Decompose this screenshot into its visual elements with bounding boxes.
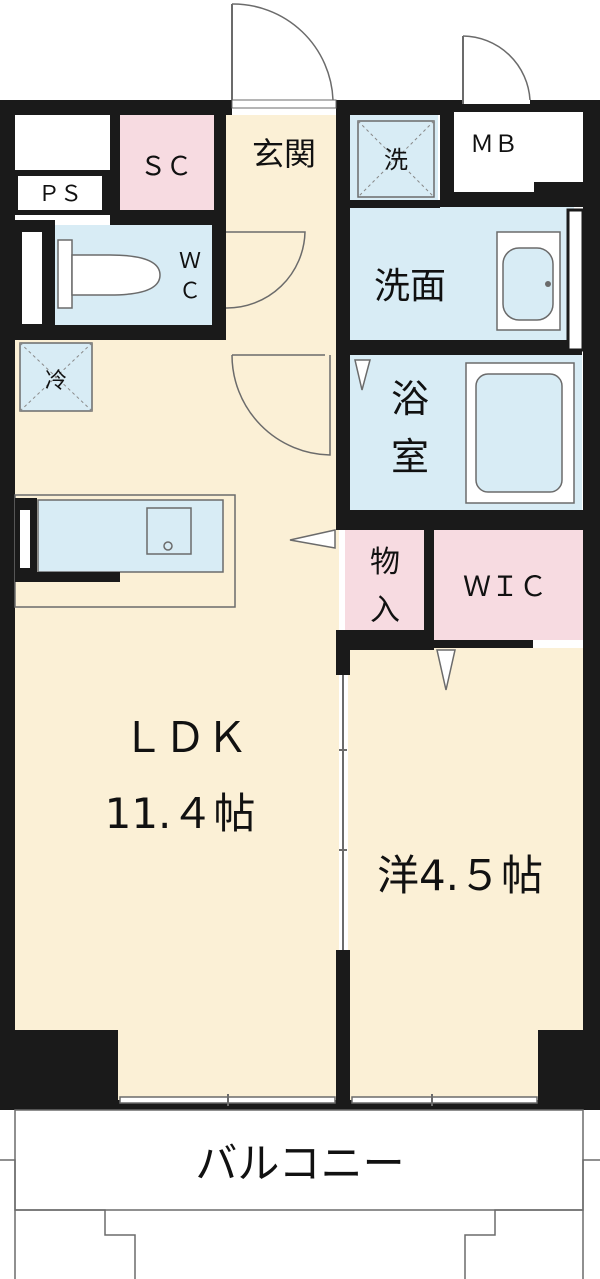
- wall-top-left: [0, 100, 232, 115]
- wall-right: [583, 100, 600, 1110]
- kitchen-counter: [14, 494, 236, 608]
- wall-left: [0, 100, 15, 1110]
- balcony: [0, 1109, 600, 1279]
- label-wic: ＷＩＣ: [463, 570, 547, 603]
- bathtub-icon: [465, 362, 575, 504]
- western-room-floor: [348, 648, 584, 1100]
- wash-basin-icon: [496, 231, 561, 331]
- label-washer: 洗: [384, 146, 408, 174]
- label-mb: ＭＢ: [470, 130, 518, 158]
- label-entrance: 玄関: [252, 135, 316, 173]
- label-storage-1: 物: [370, 545, 400, 580]
- label-fridge: 冷: [45, 369, 67, 394]
- wall-top-mid: [338, 100, 463, 115]
- label-bath-2: 室: [391, 435, 429, 479]
- sc-floor: [118, 115, 218, 211]
- label-wc-1: Ｗ: [179, 249, 201, 274]
- label-sc: ＳＣ: [140, 152, 192, 182]
- label-ldk: ＬＤＫ: [122, 713, 248, 762]
- ldk-floor: [15, 338, 339, 1100]
- label-wc-2: Ｃ: [179, 279, 201, 304]
- label-balcony: バルコニー: [195, 1139, 404, 1188]
- label-ldk-size: 11.４帖: [105, 789, 256, 838]
- label-bath-1: 浴: [391, 377, 429, 421]
- label-storage-2: 入: [370, 593, 400, 628]
- wic-floor: [433, 530, 583, 640]
- toilet-icon: [57, 239, 161, 309]
- label-washroom: 洗面: [374, 266, 446, 307]
- storage-floor: [345, 530, 425, 632]
- wall-central: [336, 100, 350, 530]
- label-ps: ＰＳ: [38, 182, 82, 207]
- label-western: 洋4.５帖: [377, 851, 543, 900]
